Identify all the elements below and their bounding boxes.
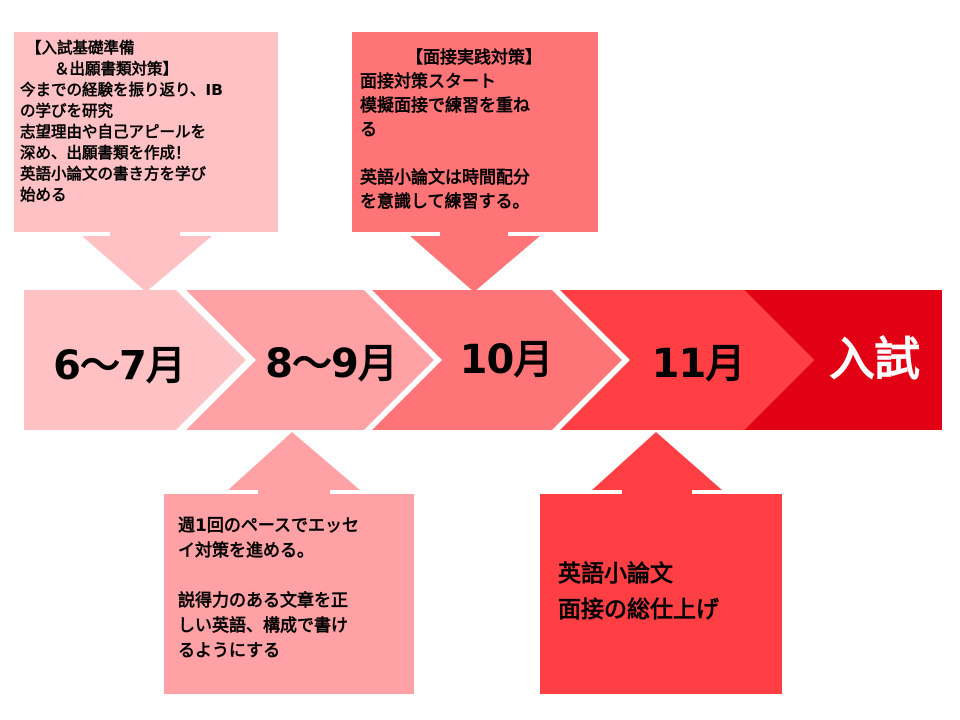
callout-text-line: の学びを研究 (20, 102, 114, 120)
stage-arrow-aug-sep (186, 290, 434, 430)
callout-shape-aug-sep (164, 432, 414, 694)
callout-text-line: 志望理由や自己アピールを (20, 123, 207, 141)
callout-nov: 英語小論文 面接の総仕上げ (558, 556, 780, 628)
callout-text-line: 英語小論文の書き方を学び (20, 165, 207, 183)
spacer (178, 564, 410, 589)
stage-label-jun-jul: 6〜7月 (53, 343, 186, 389)
callout-oct: 【面接実践対策】 面接対策スタート 模擬面接で練習を重ね る 英語小論文は時間配… (360, 46, 596, 214)
stage-label-exam: 入試 (829, 332, 920, 386)
callout-shape-nov (540, 432, 782, 694)
stage-label-aug-sep: 8〜9月 (265, 341, 398, 387)
callout-title-line2: ＆出願書類対策】 (54, 60, 179, 78)
callout-text-line: るようにする (178, 641, 281, 661)
stage-label-oct: 10月 (459, 337, 554, 383)
stage-arrow-oct (372, 290, 622, 430)
callout-aug-sep: 週1回のペースでエッセ イ対策を進める。 説得力のある文章を正 しい英語、構成で… (178, 514, 410, 664)
callout-text-line: 深め、出願書類を作成！ (20, 144, 191, 162)
callout-text-line: を意識して練習する。 (360, 192, 530, 212)
callout-text-line: 今までの経験を振り返り、IB (20, 81, 223, 99)
stage-label-nov: 11月 (651, 341, 746, 387)
callout-text-line: 始める (20, 186, 67, 204)
callout-title: 【面接実践対策】 (406, 48, 542, 68)
callout-jun-jul: 【入試基礎準備 ＆出願書類対策】 今までの経験を振り返り、IB の学びを研究 志… (20, 38, 276, 206)
callout-text-line: 英語小論文 (558, 561, 673, 587)
callout-text-line: 模擬面接で練習を重ね (360, 96, 530, 116)
callout-text-line: る (360, 120, 377, 140)
callout-text-line: 面接対策スタート (360, 72, 496, 92)
callout-text-line: 面接の総仕上げ (558, 597, 719, 623)
spacer (360, 142, 596, 166)
callout-text-line: 説得力のある文章を正 (178, 591, 348, 611)
callout-shape-jun-jul (14, 32, 278, 292)
stage-arrow-jun-jul (24, 290, 246, 430)
stage-arrow-nov (560, 290, 814, 430)
callout-title-line1: 【入試基礎準備 (26, 39, 135, 57)
callout-shape-oct (352, 32, 598, 292)
callout-text-line: イ対策を進める。 (178, 541, 314, 561)
callout-text-line: 英語小論文は時間配分 (360, 168, 530, 188)
callout-text-line: 週1回のペースでエッセ (178, 516, 359, 536)
stage-arrow-exam (744, 290, 942, 430)
callout-text-line: しい英語、構成で書け (178, 616, 348, 636)
